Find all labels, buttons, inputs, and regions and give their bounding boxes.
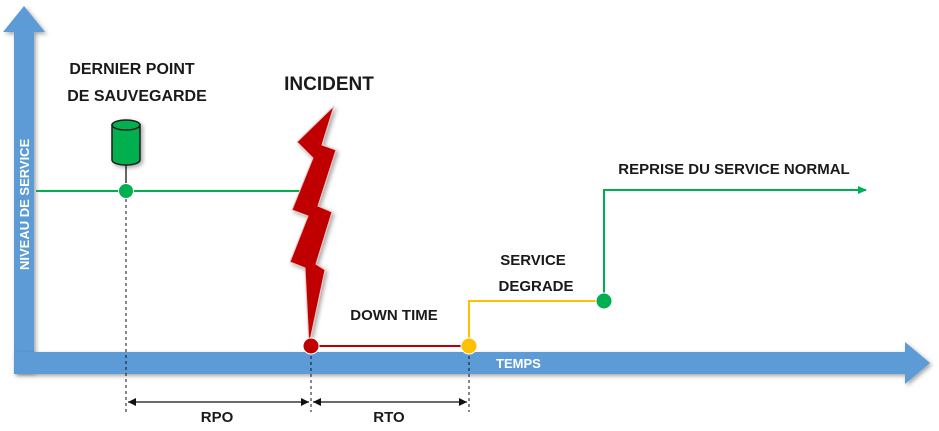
database-icon <box>111 119 141 166</box>
rpo-label: RPO <box>201 409 234 426</box>
resume-dot <box>595 292 613 310</box>
degraded-label-line2: DEGRADE <box>498 278 573 295</box>
degraded-label-line1: SERVICE <box>500 252 566 269</box>
lightning-bolt-icon <box>289 105 337 346</box>
y-axis-shape <box>3 6 45 372</box>
degraded-service-line <box>468 300 604 346</box>
x-axis-shape <box>14 342 930 384</box>
x-axis-arrow <box>14 342 930 384</box>
backup-point-dot <box>118 183 134 199</box>
backup-label-line1: DERNIER POINT <box>69 61 195 78</box>
resume-label: REPRISE DU SERVICE NORMAL <box>618 161 849 178</box>
y-axis-arrow <box>3 6 45 372</box>
resume-service-line <box>603 186 867 301</box>
y-axis-label: NIVEAU DE SERVICE <box>17 138 32 270</box>
down-time-label: DOWN TIME <box>350 307 438 324</box>
restore-dot <box>460 337 478 355</box>
x-axis-label: TEMPS <box>496 356 541 371</box>
incident-label: INCIDENT <box>284 74 374 95</box>
backup-label-line2: DE SAUVEGARDE <box>67 88 207 105</box>
rto-label: RTO <box>373 409 405 426</box>
incident-dot <box>302 337 320 355</box>
